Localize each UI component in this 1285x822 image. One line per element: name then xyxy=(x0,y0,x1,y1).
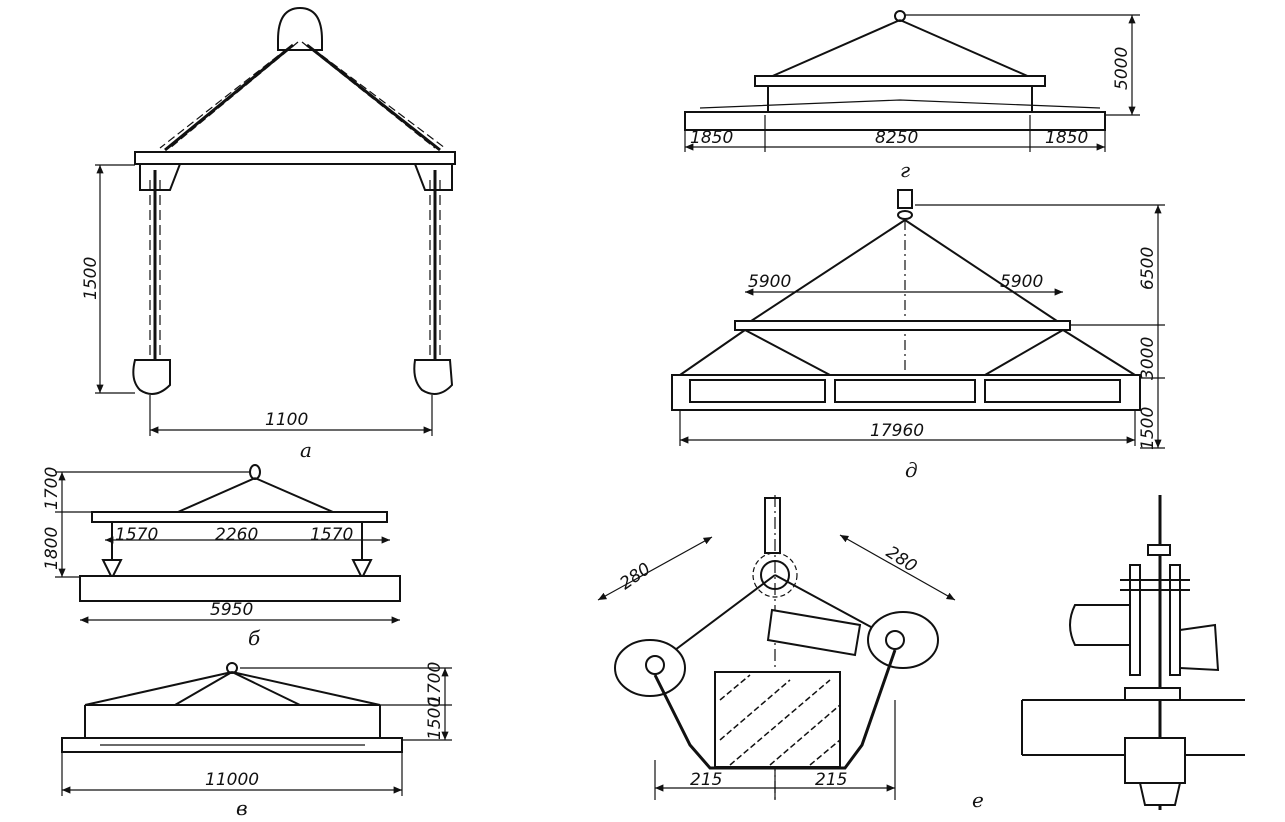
dim-d-left-arm: 5900 xyxy=(748,272,791,292)
dim-a-width: 1100 xyxy=(265,410,308,430)
dim-b-middle: 2260 xyxy=(215,525,258,545)
figure-v-caption: в xyxy=(236,796,248,820)
dim-b-right: 1570 xyxy=(310,525,353,545)
figure-a-chain-sling: 1500 1100 а xyxy=(81,6,456,462)
hook-ring xyxy=(894,10,906,22)
left-jaw-pivot xyxy=(614,639,686,697)
gripped-load xyxy=(714,671,841,768)
dim-a-height: 1500 xyxy=(81,257,101,300)
right-hook xyxy=(413,359,454,395)
dim-b-low-height: 1800 xyxy=(42,527,62,570)
dim-b-length: 5950 xyxy=(210,600,253,620)
dim-e-left-half: 215 xyxy=(690,770,722,790)
spreader-beam xyxy=(754,75,1046,87)
crane-hook-block xyxy=(277,6,323,51)
dim-d-low-height: 1500 xyxy=(1138,407,1158,450)
dim-v-top-height: 1700 xyxy=(425,662,445,705)
dim-g-middle: 8250 xyxy=(875,128,918,148)
dim-d-length: 17960 xyxy=(870,421,924,441)
lower-chains xyxy=(153,170,437,360)
figure-e-clamp-grip: 280 280 215 215 е xyxy=(597,495,984,812)
hook-ring xyxy=(249,464,261,480)
figure-a-caption: а xyxy=(300,438,312,462)
dim-b-top-height: 1700 xyxy=(42,467,62,510)
spreader-beam xyxy=(734,320,1071,331)
dim-e-left-arm: 280 xyxy=(616,559,654,594)
dim-g-right: 1850 xyxy=(1045,128,1088,148)
spreader-beam xyxy=(134,151,456,165)
figure-b-traverse: 1570 2260 1570 5950 1700 1800 б xyxy=(42,464,401,650)
dim-e-right-half: 215 xyxy=(815,770,847,790)
hook-block xyxy=(897,189,913,209)
grip-band xyxy=(653,649,897,770)
traverse-beam xyxy=(91,511,388,523)
dim-v-length: 11000 xyxy=(205,770,259,790)
dim-g-left: 1850 xyxy=(690,128,733,148)
hook-ring xyxy=(226,662,238,674)
latch-lever xyxy=(766,608,862,657)
dim-g-height: 5000 xyxy=(1112,47,1132,90)
dim-v-low-height: 1500 xyxy=(425,697,445,740)
figure-b-caption: б xyxy=(248,626,261,650)
dim-b-left: 1570 xyxy=(115,525,158,545)
figure-v-sling: 11000 1700 1500 в xyxy=(61,662,452,820)
side-lever xyxy=(1069,604,1131,646)
load-beam xyxy=(79,575,401,602)
figure-g-caption: г xyxy=(900,158,910,182)
dim-d-right-arm: 5900 xyxy=(1000,272,1043,292)
suspension-rod xyxy=(764,497,781,554)
upper-chains xyxy=(164,43,441,152)
dim-e-right-arm: 280 xyxy=(882,542,920,576)
figure-g-beam-sling: 1850 8250 1850 5000 г xyxy=(684,10,1140,182)
figure-e-caption: е xyxy=(972,788,984,812)
dim-d-total-height: 6500 xyxy=(1138,247,1158,290)
dim-d-mid-height: 3000 xyxy=(1138,337,1158,380)
figure-d-truss-sling: 5900 5900 17960 6500 3000 1500 д xyxy=(671,189,1165,482)
figure-d-caption: д xyxy=(905,458,918,482)
figure-e-side-view xyxy=(1021,495,1245,810)
left-hook xyxy=(132,359,171,395)
